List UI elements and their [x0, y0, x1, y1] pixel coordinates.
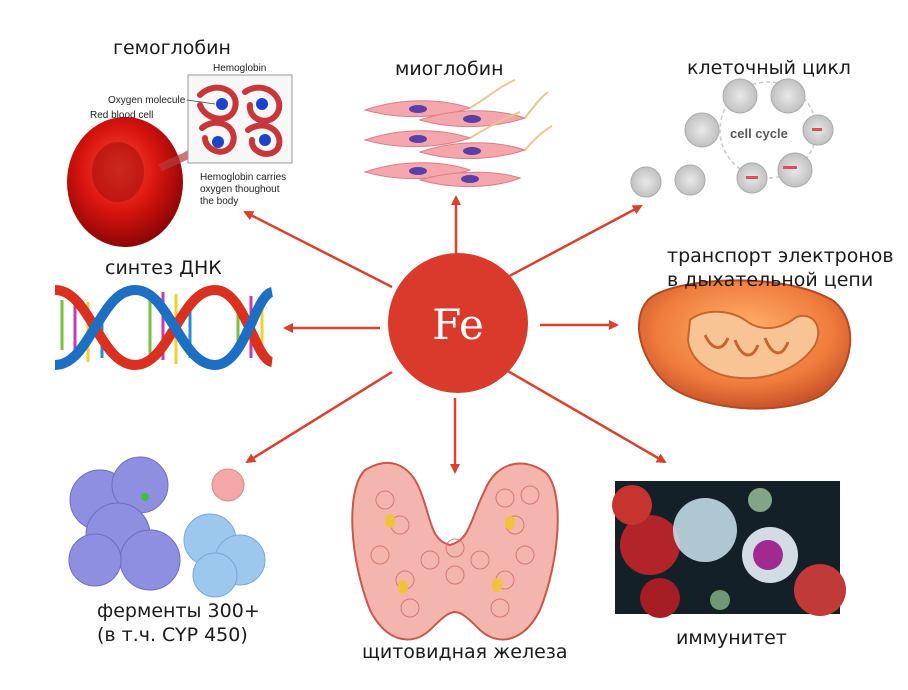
cell-cycle-illustration: cell cycle	[630, 78, 834, 198]
hemoglobin-carries-line1: Hemoglobin carries	[200, 172, 286, 183]
arrows	[243, 195, 667, 474]
dna-synthesis-label: синтез ДНК	[105, 257, 222, 279]
electron-transport-label-line1: транспорт электронов	[667, 245, 894, 267]
oxygen-molecule-annotation: Oxygen molecule	[108, 95, 186, 106]
red-blood-cell-annotation: Red blood cell	[90, 110, 153, 121]
mitochondrion-illustration	[637, 279, 852, 410]
arrow-to-hemoglobin	[243, 210, 393, 289]
iron-symbol-label: Fe	[432, 300, 484, 349]
thyroid-gland-illustration	[351, 461, 559, 641]
immunity-illustration	[612, 481, 846, 618]
enzymes-label-line1: ферменты 300+	[97, 600, 260, 622]
arrow-to-cell-cycle	[499, 204, 643, 283]
immunity-label: иммунитет	[676, 627, 787, 649]
hemoglobin-carries-line3: the body	[200, 196, 238, 207]
dna-helix-illustration	[54, 284, 275, 371]
myoglobin-label: миоглобин	[395, 58, 504, 80]
arrow-to-enzymes	[245, 370, 393, 464]
iron-center-circle	[388, 253, 528, 393]
thyroid-label: щитовидная железа	[362, 641, 568, 663]
hemoglobin-illustration: Hemoglobin Oxygen molecule Red blood cel…	[67, 63, 293, 247]
hemoglobin-carries-line2: oxygen thoughout	[200, 184, 280, 195]
electron-transport-label-line2: в дыхательной цепи	[667, 269, 874, 291]
cell-cycle-label: клеточный цикл	[687, 57, 851, 79]
enzymes-label-line2: (в т.ч. CYP 450)	[97, 624, 248, 646]
myoglobin-muscle-cells-illustration	[363, 79, 553, 188]
enzymes-protein-illustration	[68, 456, 266, 598]
hemoglobin-annotation-title: Hemoglobin	[213, 63, 266, 74]
arrow-to-immunity	[505, 368, 667, 464]
cell-cycle-image-text: cell cycle	[730, 126, 788, 141]
hemoglobin-label: гемоглобин	[113, 37, 231, 59]
